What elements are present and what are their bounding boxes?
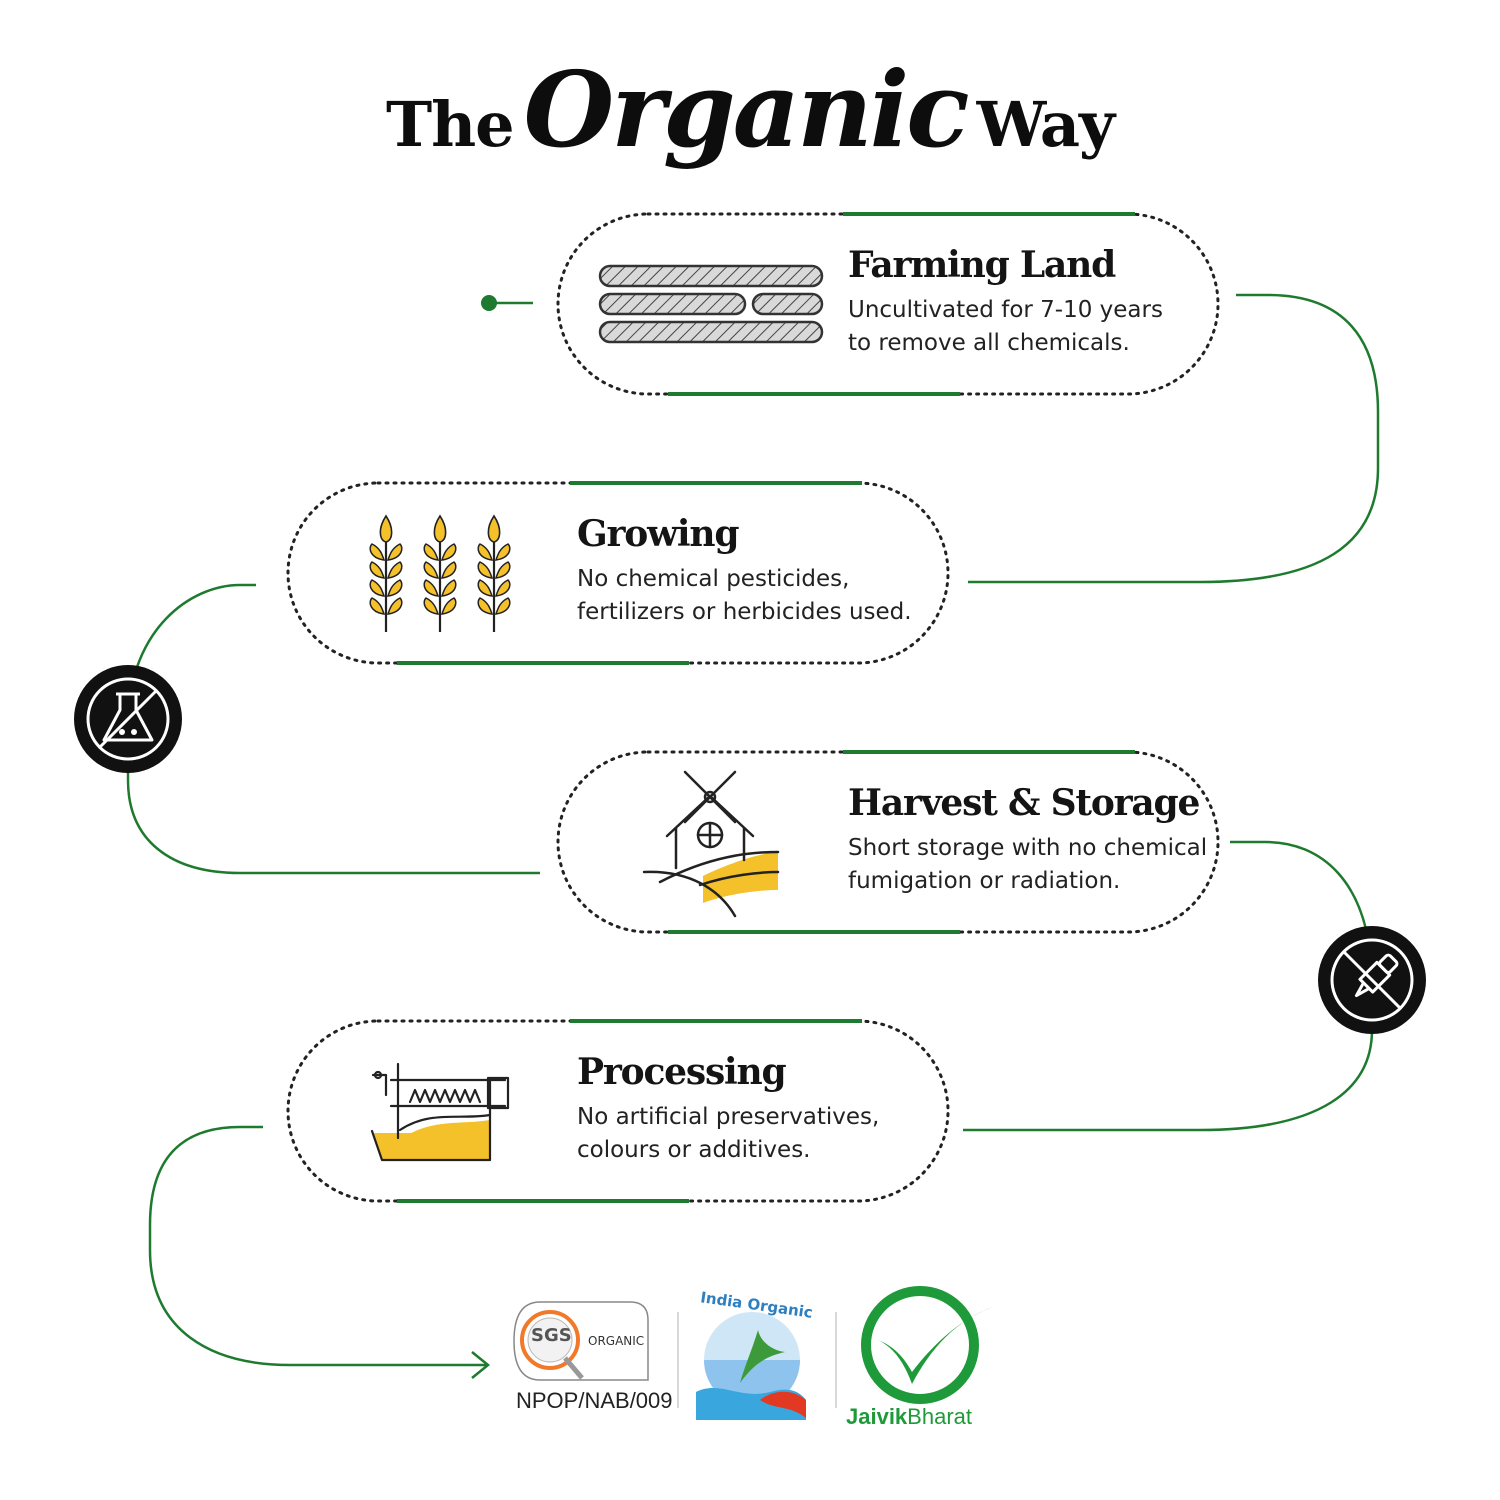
- desc-line: fertilizers or herbicides used.: [577, 599, 912, 625]
- card-outline-growing: [286, 481, 950, 665]
- desc-line: to remove all chemicals.: [848, 330, 1130, 356]
- jaivik-text: Jaivik: [846, 1404, 908, 1429]
- no-spray-dropper-icon: [1318, 926, 1426, 1034]
- desc-line: Uncultivated for 7-10 years: [848, 297, 1163, 323]
- sgs-logo-text: SGS: [531, 1325, 572, 1346]
- card-outline-harvest: [556, 750, 1220, 934]
- desc-line: No artificial preservatives,: [577, 1104, 880, 1130]
- step-title-processing: Processing: [577, 1051, 787, 1093]
- windmill-farm-icon: [642, 770, 780, 918]
- step-title-growing: Growing: [577, 513, 740, 555]
- desc-line: colours or additives.: [577, 1137, 811, 1163]
- desc-line: fumigation or radiation.: [848, 868, 1121, 894]
- processing-machine-icon: [370, 1062, 510, 1162]
- bharat-text: Bharat: [907, 1404, 972, 1429]
- wheat-icon: [369, 514, 511, 632]
- jaivik-bharat-text: JaivikBharat: [846, 1404, 972, 1430]
- title-part-3: Way: [976, 88, 1115, 161]
- step-title-farming-land: Farming Land: [848, 244, 1116, 286]
- desc-line: No chemical pesticides,: [577, 566, 850, 592]
- sgs-certification-code: NPOP/NAB/009: [516, 1388, 673, 1413]
- title-part-2: Organic: [523, 48, 970, 171]
- sgs-organic-tag: ORGANIC: [588, 1334, 645, 1348]
- step-desc-growing: No chemical pesticides, fertilizers or h…: [577, 563, 912, 629]
- title-part-1: The: [385, 88, 515, 161]
- farmland-rows-icon: [598, 264, 824, 344]
- india-organic-logo: [696, 1312, 806, 1420]
- step-desc-harvest: Short storage with no chemical fumigatio…: [848, 832, 1207, 898]
- start-dot: [481, 295, 497, 311]
- step-title-harvest: Harvest & Storage: [848, 782, 1200, 824]
- jaivik-bharat-logo: [861, 1286, 995, 1404]
- step-desc-farming-land: Uncultivated for 7-10 years to remove al…: [848, 294, 1163, 360]
- card-outline-processing: [286, 1019, 950, 1203]
- desc-line: Short storage with no chemical: [848, 835, 1208, 861]
- card-outline-farming-land: [556, 212, 1220, 396]
- sgs-organic-logo: [513, 1301, 649, 1381]
- step-desc-processing: No artificial preservatives, colours or …: [577, 1101, 879, 1167]
- no-chemicals-flask-icon: [74, 665, 182, 773]
